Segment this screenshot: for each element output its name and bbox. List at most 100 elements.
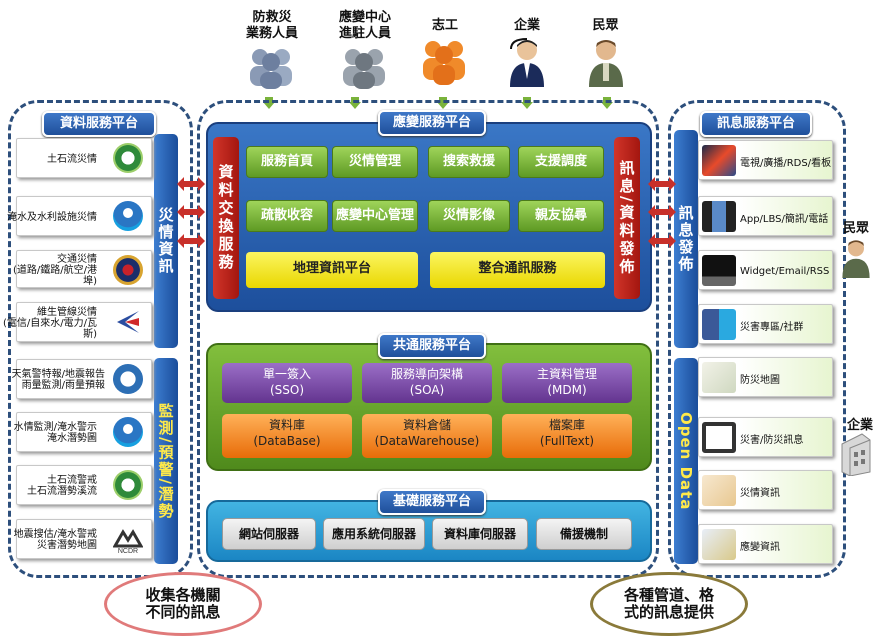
- building-icon: [841, 433, 871, 476]
- map-thumbnail-icon: [702, 529, 736, 560]
- data-warehouse-abbr: (DataWarehouse): [374, 434, 480, 448]
- right-platform-frame: [668, 100, 846, 578]
- sso-label: 單一簽入: [262, 367, 311, 381]
- map-thumbnail-icon: [702, 362, 736, 393]
- tv-screens-icon: [702, 145, 736, 176]
- left-row-earthquake[interactable]: 地震搜估/淹水警戒 災害潛勢地圖 NCDR: [14, 519, 152, 559]
- side-enterprise-label: 企業: [847, 418, 874, 433]
- water-resources-logo-icon: [113, 201, 143, 231]
- service-home-button[interactable]: 服務首頁: [246, 146, 328, 178]
- right-row-label: 災害專區/社群: [740, 321, 804, 333]
- search-rescue-button[interactable]: 搜索救援: [428, 146, 510, 178]
- double-arrow-icon: [648, 177, 676, 191]
- right-row-label: App/LBS/簡訊/電話: [740, 213, 829, 225]
- data-exchange-bar: 資料交換服務: [213, 137, 239, 299]
- svg-text:NCDR: NCDR: [118, 548, 138, 554]
- infra-platform-title: 基礎服務平台: [378, 489, 486, 515]
- publish-info-label: 訊息發佈: [676, 205, 695, 273]
- family-search-button[interactable]: 親友協尋: [518, 200, 604, 232]
- right-row-map[interactable]: 防災地圖: [698, 357, 833, 397]
- web-server-button[interactable]: 網站伺服器: [222, 518, 316, 550]
- left-row-debris-warning[interactable]: 土石流警戒 土石流潛勢溪流: [16, 465, 152, 505]
- publish-bar: 訊息/資料發佈: [614, 137, 640, 299]
- people-group-icon: [343, 49, 385, 89]
- db-server-button[interactable]: 資料庫伺服器: [432, 518, 528, 550]
- mdm-button[interactable]: 主資料管理 (MDM): [502, 363, 632, 403]
- eoc-management-button[interactable]: 應變中心管理: [332, 200, 418, 232]
- fulltext-label: 檔案庫: [548, 418, 585, 432]
- left-row-label: 土石流警戒 土石流潛勢溪流: [27, 475, 97, 497]
- right-row-app[interactable]: App/LBS/簡訊/電話: [698, 196, 833, 236]
- left-row-traffic[interactable]: 交通災情 (道路/鐵路/航空/港埠): [13, 250, 152, 288]
- data-exchange-label: 資料交換服務: [216, 164, 235, 272]
- person-icon: [588, 40, 623, 87]
- app-server-button[interactable]: 應用系統伺服器: [323, 518, 425, 550]
- role-enterprise-label: 企業: [513, 18, 540, 33]
- provide-info-ellipse: 各種管道、格 式的訊息提供: [590, 572, 748, 636]
- disaster-management-button[interactable]: 災情管理: [332, 146, 418, 178]
- right-row-disaster-report[interactable]: 災情資訊: [698, 470, 833, 510]
- left-platform-frame: [8, 100, 193, 578]
- monitoring-warning-bar: 監測/預警/潛勢: [154, 358, 178, 564]
- role-public-label: 民眾: [592, 18, 619, 33]
- collect-info-ellipse: 收集各機關 不同的訊息: [104, 572, 262, 636]
- left-row-label: 維生管線災情 (電信/自來水/電力/瓦斯): [2, 306, 97, 340]
- right-row-widget[interactable]: Widget/Email/RSS: [698, 250, 833, 290]
- left-row-label: 水情監測/淹水警示 淹水潛勢圖: [13, 422, 97, 444]
- mdm-abbr: (MDM): [547, 383, 587, 397]
- response-platform-title: 應變服務平台: [378, 110, 486, 136]
- left-row-debris[interactable]: 土石流災情: [16, 138, 152, 178]
- open-data-label: Open Data: [677, 411, 695, 511]
- role-volunteer-label: 志工: [431, 18, 458, 33]
- left-row-label: 交通災情 (道路/鐵路/航空/港埠): [12, 253, 97, 287]
- social-media-icon: [702, 309, 736, 340]
- water-resources-logo-icon: [113, 417, 143, 447]
- data-warehouse-button[interactable]: 資料倉儲(DataWarehouse): [362, 414, 492, 458]
- mdm-label: 主資料管理: [536, 367, 597, 381]
- right-row-disaster-info[interactable]: 災害/防災訊息: [698, 417, 833, 457]
- sso-button[interactable]: 單一簽入(SSO): [222, 363, 352, 403]
- left-row-flood[interactable]: 淹水及水利設施災情: [7, 196, 152, 236]
- right-row-social[interactable]: 災害專區/社群: [698, 304, 833, 344]
- fulltext-abbr: (FullText): [539, 434, 595, 448]
- left-row-label: 土石流災情: [47, 153, 97, 165]
- soa-button[interactable]: 服務導向架構(SOA): [362, 363, 492, 403]
- role-volunteer: 志工: [410, 18, 480, 90]
- open-data-bar: Open Data: [674, 358, 698, 564]
- right-row-broadcast[interactable]: 電視/廣播/RDS/看板: [698, 140, 833, 180]
- economic-ministry-logo-icon: [117, 311, 139, 333]
- collect-info-text: 收集各機關 不同的訊息: [145, 586, 221, 621]
- left-row-utilities[interactable]: 維生管線災情 (電信/自來水/電力/瓦斯): [3, 302, 152, 342]
- database-label: 資料庫: [268, 418, 305, 432]
- database-abbr: (DataBase): [253, 434, 321, 448]
- left-row-label: 地震搜估/淹水警戒 災害潛勢地圖: [13, 529, 97, 551]
- right-row-response-info[interactable]: 應變資訊: [698, 524, 833, 564]
- role-disaster-staff: 防救災 業務人員: [237, 10, 307, 94]
- business-person-icon: [510, 38, 544, 87]
- mobile-devices-icon: [702, 201, 736, 232]
- right-row-label: 電視/廣播/RDS/看板: [740, 157, 832, 169]
- right-row-label: Widget/Email/RSS: [740, 265, 830, 277]
- role-enterprise: 企業: [497, 18, 557, 92]
- evacuation-shelter-button[interactable]: 疏散收容: [246, 200, 328, 232]
- monitor-icon: [702, 255, 736, 286]
- role-public: 民眾: [578, 18, 633, 92]
- left-row-label: 天氣警特報/地震報告 雨量監測/雨量預報: [11, 369, 105, 391]
- double-arrow-icon: [177, 234, 205, 248]
- double-arrow-icon: [177, 205, 205, 219]
- gis-platform-button[interactable]: 地理資訊平台: [246, 252, 418, 288]
- data-service-platform-title: 資料服務平台: [42, 111, 156, 137]
- role-eoc-staff: 應變中心 進駐人員: [325, 10, 405, 94]
- fulltext-button[interactable]: 檔案庫 (FullText): [502, 414, 632, 458]
- unified-comm-button[interactable]: 整合通訊服務: [430, 252, 605, 288]
- support-dispatch-button[interactable]: 支援調度: [518, 146, 604, 178]
- double-arrow-icon: [177, 177, 205, 191]
- backup-button[interactable]: 備援機制: [536, 518, 632, 550]
- disaster-imagery-button[interactable]: 災情影像: [428, 200, 510, 232]
- publish-info-bar: 訊息發佈: [674, 130, 698, 348]
- left-row-water-monitor[interactable]: 水情監測/淹水警示 淹水潛勢圖: [14, 412, 152, 452]
- database-button[interactable]: 資料庫 (DataBase): [222, 414, 352, 458]
- left-row-weather[interactable]: 天氣警特報/地震報告 雨量監測/雨量預報: [12, 359, 152, 399]
- ncdr-logo-icon: NCDR: [113, 529, 143, 554]
- common-platform-title: 共通服務平台: [378, 333, 486, 359]
